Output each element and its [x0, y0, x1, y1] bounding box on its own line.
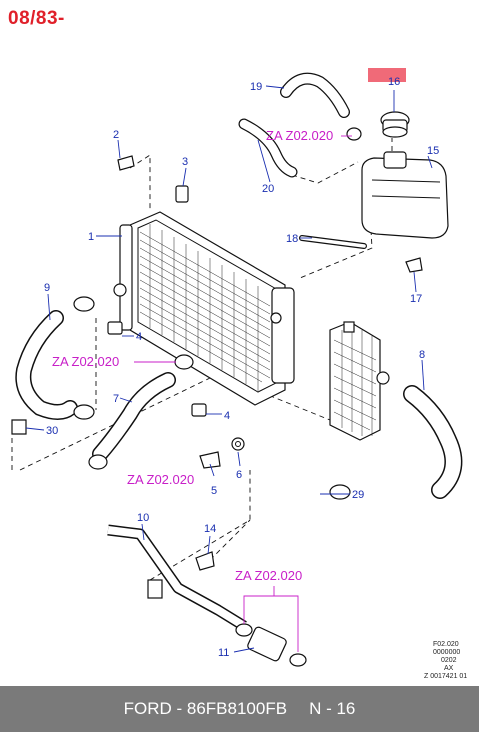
- cooling-system-diagram: 1 2 3 4 4 5 6 7 8 9 10 11 14 15 16 17 18…: [11, 68, 467, 680]
- za-leaders: [134, 135, 352, 652]
- highlight-box: [368, 68, 406, 82]
- callout-3: 3: [182, 156, 188, 168]
- callout-15: 15: [427, 145, 439, 157]
- diagram-code: 08/83-: [8, 8, 65, 29]
- footer-page: N - 16: [309, 699, 356, 718]
- za-label-bottom: ZA Z02.020: [235, 568, 302, 583]
- za-label-middle: ZA Z02.020: [127, 472, 194, 487]
- hoses: [15, 72, 463, 499]
- callout-5: 5: [211, 485, 217, 497]
- callout-29: 29: [352, 489, 364, 501]
- za-label-left: ZA Z02.020: [52, 354, 119, 369]
- callout-10: 10: [137, 512, 149, 524]
- radiator-secondary: [329, 321, 390, 441]
- radiator: [113, 211, 295, 406]
- callout-20: 20: [262, 183, 274, 195]
- callout-8: 8: [419, 349, 425, 361]
- callout-6: 6: [236, 469, 242, 481]
- water-pipe: [107, 524, 287, 662]
- callout-1: 1: [88, 231, 94, 243]
- callout-17: 17: [410, 293, 422, 305]
- callout-9: 9: [44, 282, 50, 294]
- ref-line-2: 0000000: [433, 649, 460, 656]
- callout-numbers: 1 2 3 4 4 5 6 7 8 9 10 11 14 15 16 17 18…: [44, 76, 439, 659]
- ref-line-3: 0202: [441, 657, 457, 664]
- callout-7: 7: [113, 393, 119, 405]
- small-parts: [11, 127, 423, 667]
- callout-16: 16: [388, 76, 400, 88]
- footer-part-number: FORD - 86FB8100FB: [123, 699, 288, 718]
- za-labels: ZA Z02.020 ZA Z02.020 ZA Z02.020 ZA Z02.…: [52, 128, 333, 583]
- ref-line-5: Z 0017421 01: [424, 673, 467, 680]
- callout-19: 19: [250, 81, 262, 93]
- footer-bar: FORD - 86FB8100FB N - 16: [0, 686, 479, 732]
- callout-2: 2: [113, 129, 119, 141]
- callout-4-lower: 4: [224, 410, 230, 422]
- guide-lines: [11, 138, 393, 581]
- reference-block: F02.020 0000000 0202 AX Z 0017421 01: [424, 641, 467, 680]
- callout-11: 11: [218, 647, 229, 659]
- callout-30: 30: [46, 425, 58, 437]
- za-label-top: ZA Z02.020: [266, 128, 333, 143]
- expansion-tank: [361, 111, 449, 239]
- callout-leaders: [25, 85, 433, 653]
- callout-4-upper: 4: [136, 331, 142, 343]
- callout-18: 18: [286, 233, 298, 245]
- ref-line-1: F02.020: [433, 641, 459, 648]
- callout-14: 14: [204, 523, 216, 535]
- ref-line-4: AX: [444, 665, 454, 672]
